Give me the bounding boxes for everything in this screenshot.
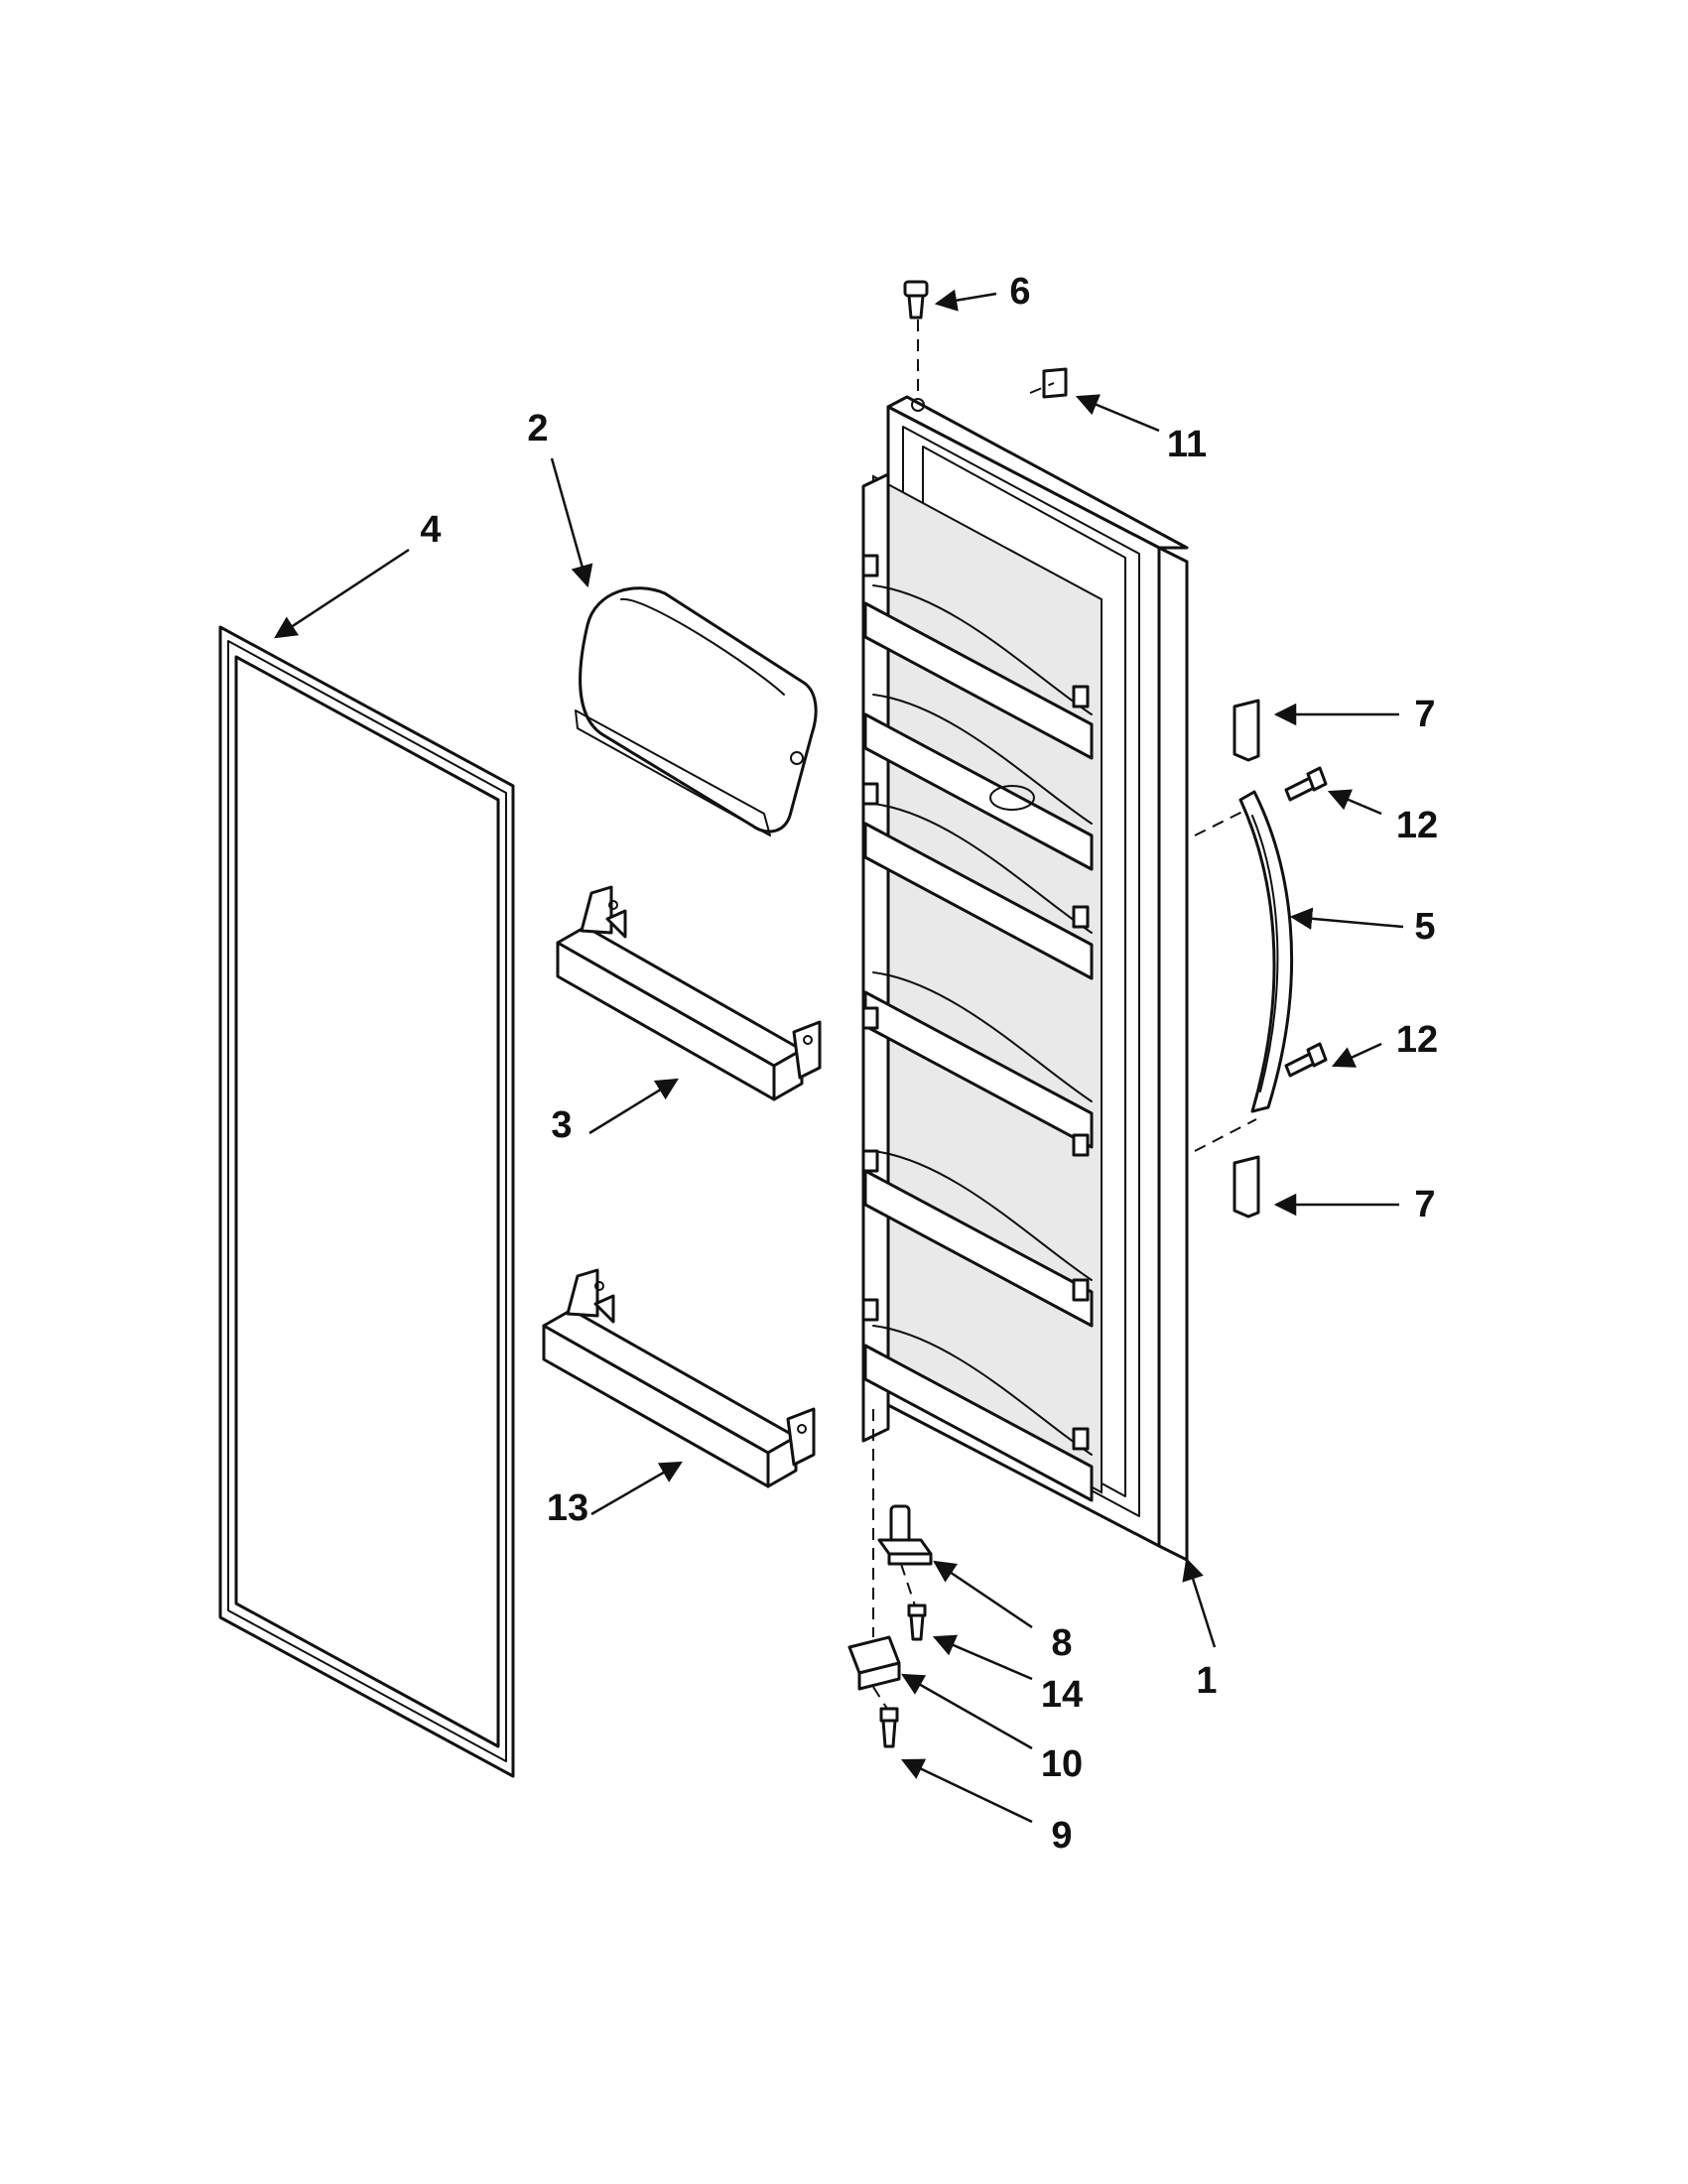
callout-1: 1	[1196, 1660, 1217, 1702]
callout-2: 2	[527, 408, 548, 450]
hinge-shim	[847, 1635, 901, 1691]
callout-13: 13	[547, 1487, 588, 1529]
callout-8: 8	[1051, 1622, 1072, 1664]
callout-7-upper: 7	[1414, 694, 1435, 735]
callout-10: 10	[1041, 1743, 1083, 1785]
callout-6: 6	[1009, 271, 1030, 313]
door-assembly	[861, 395, 1189, 1562]
door-gasket	[218, 625, 515, 1778]
door-shelf-bin-lower	[542, 1268, 816, 1488]
callout-4: 4	[420, 509, 441, 551]
door-shelf-bin-upper	[556, 885, 822, 1101]
dairy-compartment-cover	[575, 586, 818, 836]
bottom-screw	[879, 1707, 899, 1748]
door-plug	[1042, 367, 1068, 399]
callout-12-lower: 12	[1396, 1019, 1438, 1061]
callout-14: 14	[1041, 1674, 1083, 1716]
callout-9: 9	[1051, 1815, 1072, 1857]
callout-7-lower: 7	[1414, 1184, 1435, 1225]
callout-11: 11	[1167, 424, 1207, 465]
handle-screw-upper	[1284, 766, 1328, 802]
handle-end-cap-lower	[1233, 1155, 1260, 1219]
handle-screw-lower	[1284, 1042, 1328, 1078]
callout-5: 5	[1414, 906, 1435, 948]
leader-lines	[274, 289, 1404, 1824]
bottom-hinge	[877, 1504, 933, 1566]
callout-12-upper: 12	[1396, 805, 1438, 846]
callout-3: 3	[551, 1104, 572, 1146]
door-handle	[1238, 790, 1294, 1113]
hinge-screw	[907, 1604, 927, 1641]
hinge-bushing	[903, 280, 929, 320]
handle-end-cap-upper	[1233, 699, 1260, 762]
